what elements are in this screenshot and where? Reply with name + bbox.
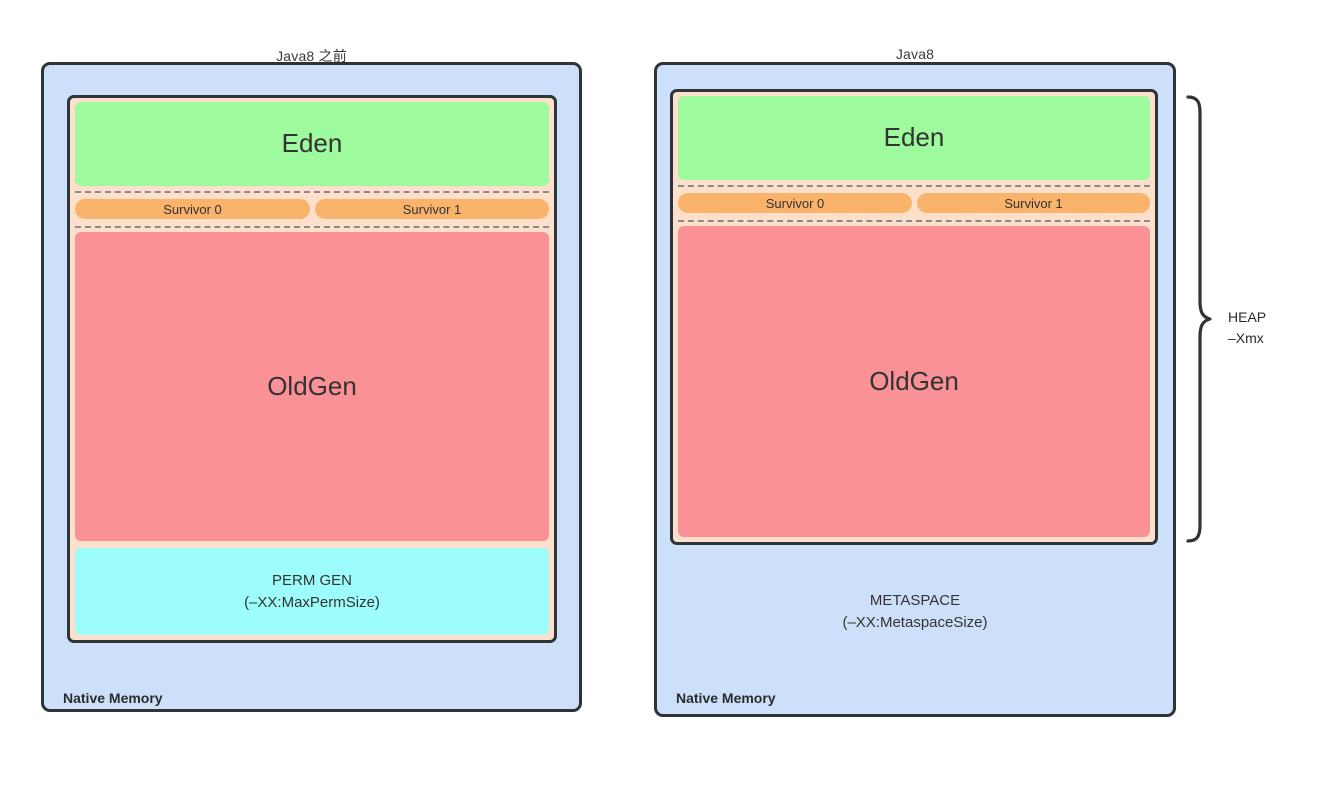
left-survivor-oldgen-divider	[75, 226, 549, 228]
left-survivor-0-label: Survivor 0	[163, 201, 222, 217]
left-permgen-region: PERM GEN (–XX:MaxPermSize)	[75, 548, 549, 635]
right-survivor-1: Survivor 1	[917, 193, 1150, 213]
heap-brace-label: HEAP –Xmx	[1228, 307, 1266, 349]
left-eden-label: Eden	[281, 128, 343, 159]
right-metaspace-line1: METASPACE	[869, 592, 961, 609]
right-survivor-1-label: Survivor 1	[1004, 195, 1063, 211]
left-survivor-0: Survivor 0	[75, 199, 310, 219]
left-oldgen-label: OldGen	[267, 370, 357, 401]
right-survivor-0: Survivor 0	[678, 193, 912, 213]
heap-brace-icon	[1186, 93, 1212, 545]
left-eden-survivor-divider	[75, 191, 549, 193]
heap-brace-line2: –Xmx	[1228, 330, 1264, 346]
right-native-memory-label: Native Memory	[676, 690, 776, 706]
left-oldgen-region: OldGen	[75, 232, 549, 541]
left-permgen-line2: (–XX:MaxPermSize)	[244, 593, 380, 611]
right-eden-survivor-divider	[678, 185, 1150, 187]
left-panel-title: Java8 之前	[276, 48, 347, 64]
right-metaspace-line2: (–XX:MetaspaceSize)	[842, 613, 988, 631]
heap-brace-line1: HEAP	[1228, 309, 1267, 325]
left-permgen-line1: PERM GEN	[271, 571, 352, 589]
left-native-memory-label: Native Memory	[63, 690, 163, 706]
right-eden-label: Eden	[883, 122, 945, 153]
left-eden-region: Eden	[75, 102, 549, 186]
left-permgen-label: PERM GEN (–XX:MaxPermSize)	[244, 570, 380, 614]
right-oldgen-label: OldGen	[869, 365, 959, 396]
right-survivor-oldgen-divider	[678, 220, 1150, 222]
left-survivor-1: Survivor 1	[315, 199, 549, 219]
right-survivor-0-label: Survivor 0	[765, 195, 825, 211]
right-metaspace-label: METASPACE (–XX:MetaspaceSize)	[654, 590, 1176, 634]
right-oldgen-region: OldGen	[678, 226, 1150, 537]
left-survivor-1-label: Survivor 1	[402, 201, 462, 217]
right-eden-region: Eden	[678, 96, 1150, 180]
right-panel-title: Java8	[895, 46, 935, 62]
